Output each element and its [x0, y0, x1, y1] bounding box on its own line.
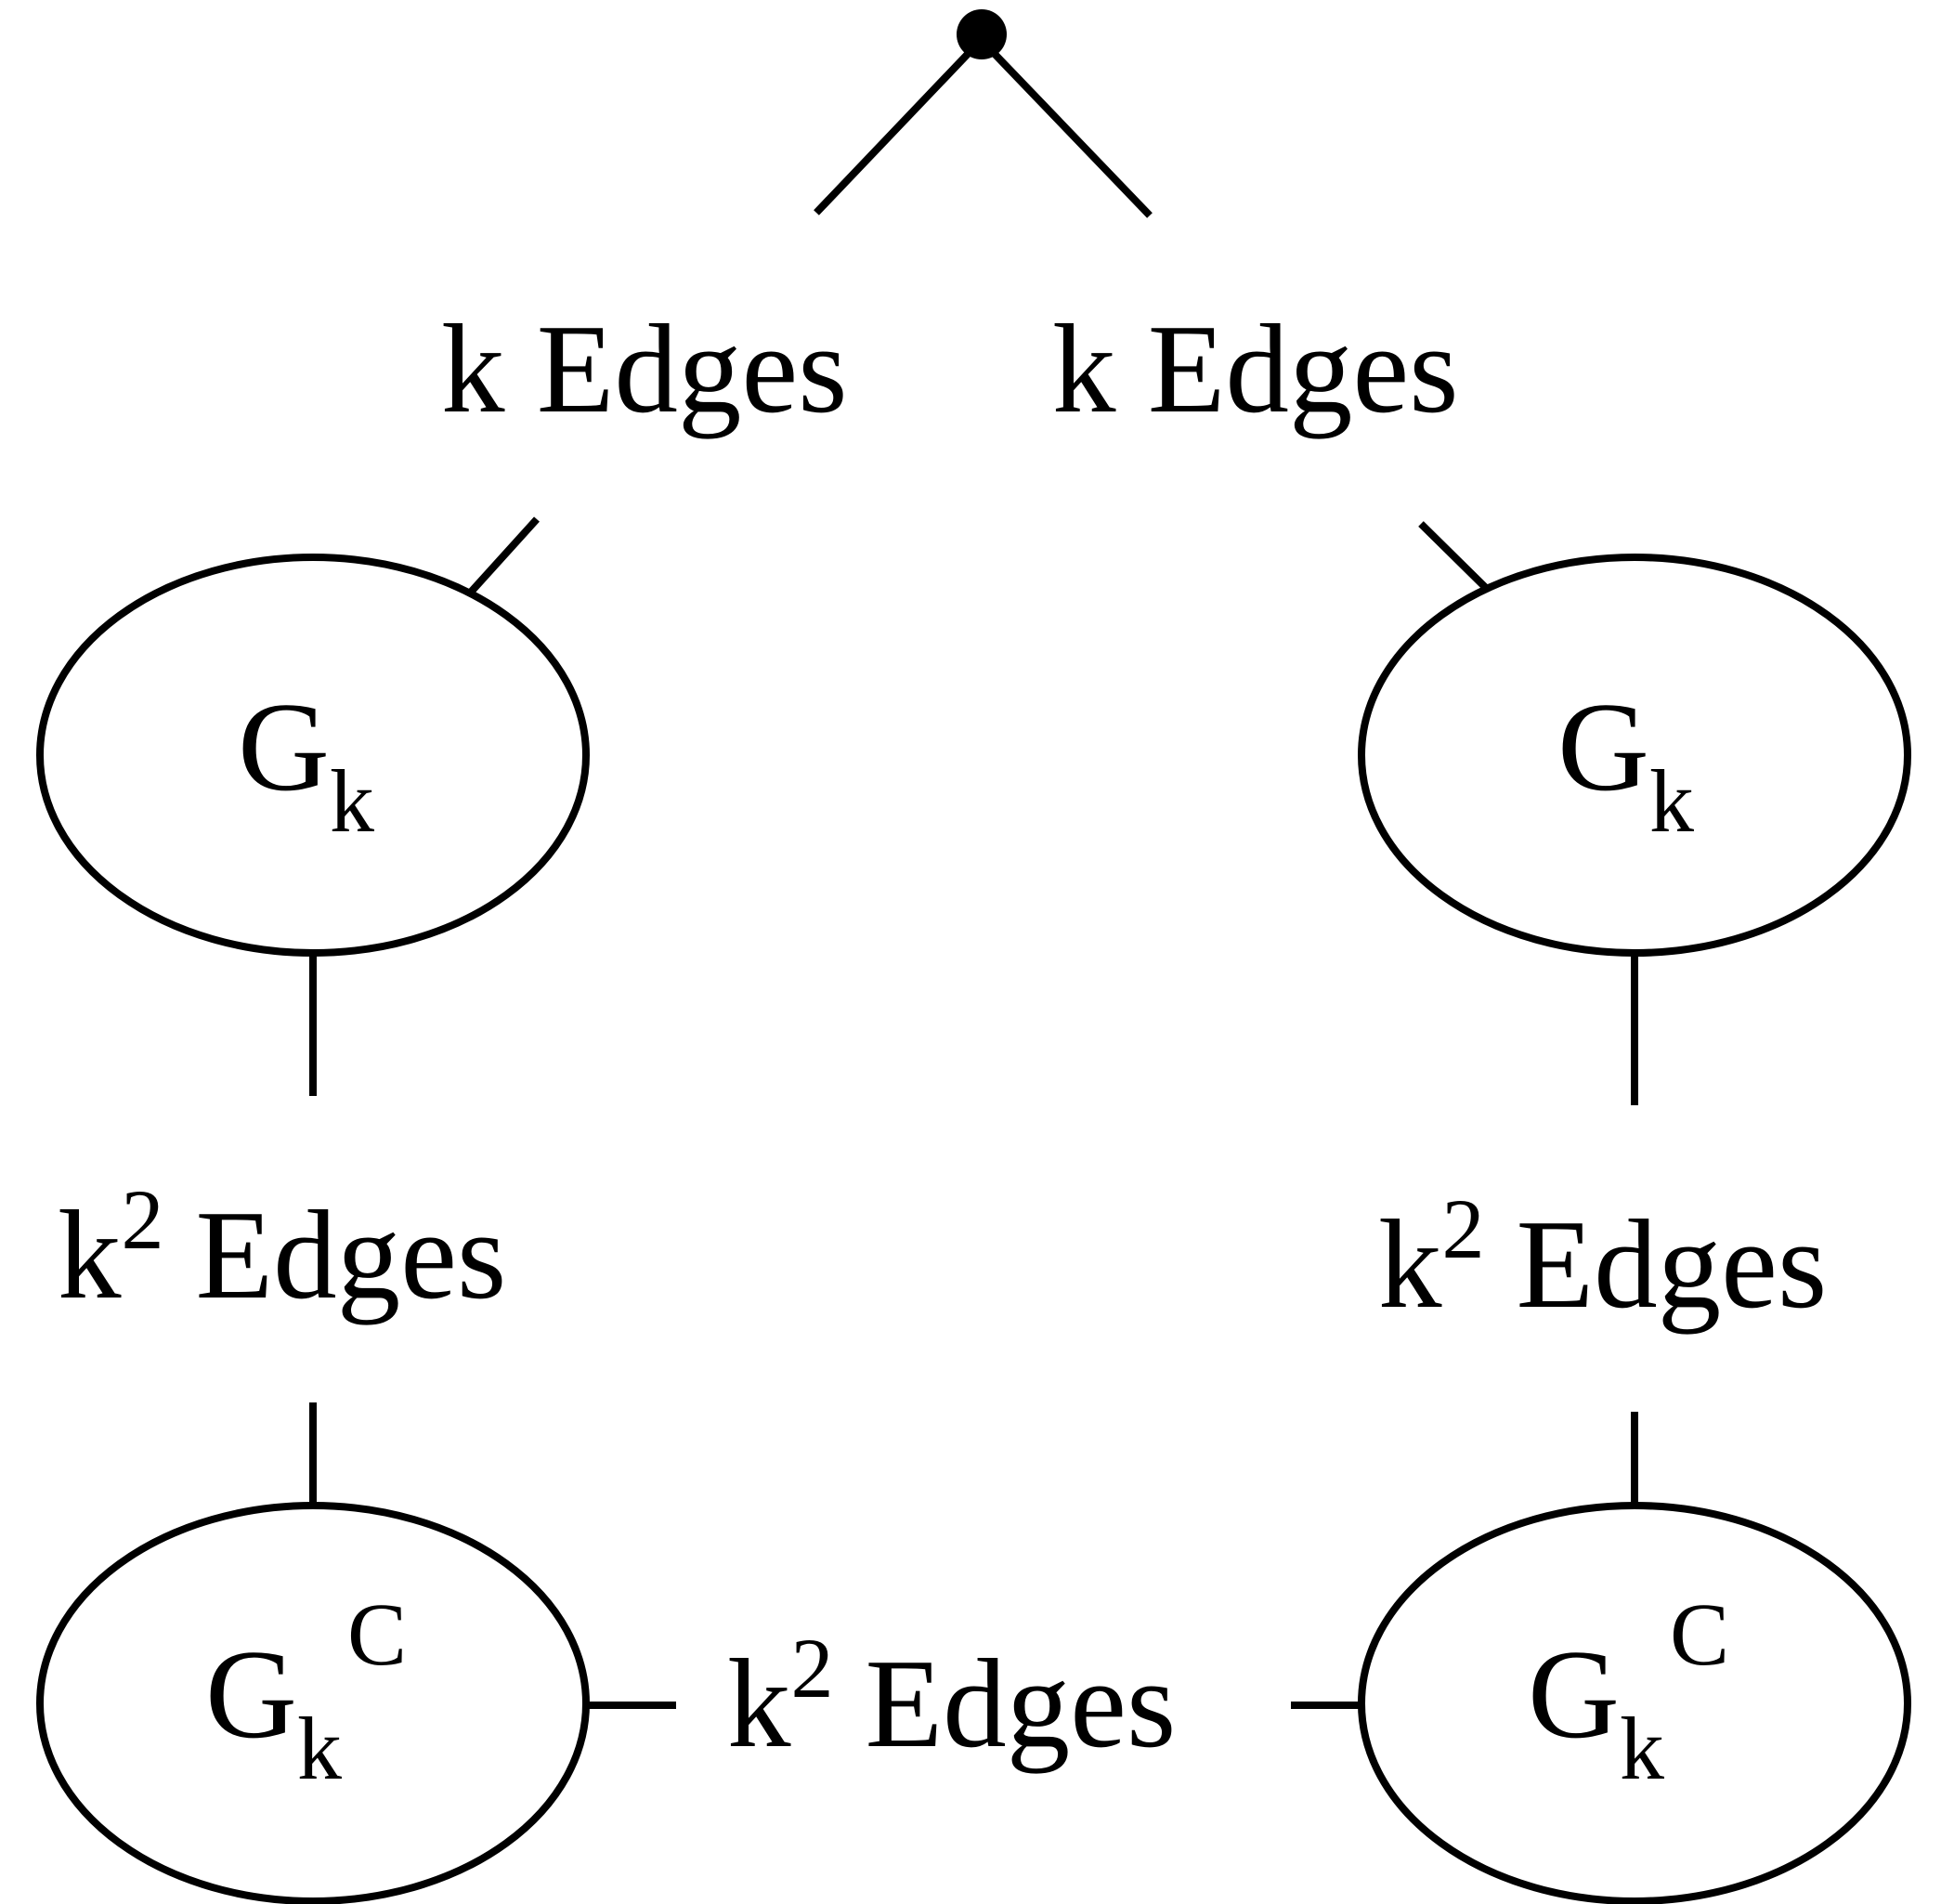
root-node-dot	[957, 9, 1007, 59]
bottom-right-gkc-base: G	[1528, 1624, 1620, 1765]
top-right-gk-subscript: k	[1649, 751, 1694, 851]
top-left-edges-word: Edges	[537, 298, 848, 439]
left-k2-k: k	[58, 1184, 122, 1325]
bottom-k2-edges-word: Edges	[866, 1633, 1177, 1774]
left-k2-edge-label: k2 Edges	[58, 1172, 506, 1325]
bottom-k2-power: 2	[791, 1621, 834, 1715]
bottom-left-gkc-base: G	[205, 1624, 297, 1765]
top-right-to-gk-edge	[1418, 521, 1492, 593]
right-k2-power: 2	[1442, 1181, 1485, 1276]
top-left-gk-subscript: k	[330, 751, 374, 851]
top-left-gk-base: G	[238, 676, 330, 817]
left-k2-power: 2	[122, 1172, 164, 1267]
root-right-edge	[989, 48, 1153, 218]
top-left-gk-label: Gk	[238, 676, 374, 851]
bottom-left-gkc-label: GkC	[205, 1584, 407, 1798]
top-right-edges-word: Edges	[1148, 298, 1459, 439]
top-right-k-label: k	[1052, 298, 1116, 439]
bottom-left-gkc-subscript: k	[297, 1699, 342, 1798]
top-right-edge-label: k Edges	[1052, 298, 1459, 439]
bottom-right-gkc-label: GkC	[1528, 1584, 1729, 1798]
top-left-k-label: k	[441, 298, 505, 439]
left-k2-edges-word: Edges	[196, 1184, 507, 1325]
bottom-left-gkc-superscript: C	[347, 1584, 407, 1684]
right-k2-edges-word: Edges	[1517, 1193, 1828, 1335]
bottom-k2-k: k	[727, 1633, 791, 1774]
right-k2-k: k	[1378, 1193, 1442, 1335]
top-left-edge-label: k Edges	[441, 298, 848, 439]
root-left-edge	[814, 48, 973, 215]
bottom-right-gkc-superscript: C	[1670, 1584, 1729, 1684]
top-left-to-gk-edge	[463, 516, 540, 600]
right-k2-edge-label: k2 Edges	[1378, 1181, 1827, 1335]
bottom-right-gkc-subscript: k	[1620, 1699, 1664, 1798]
top-right-gk-label: Gk	[1557, 676, 1694, 851]
bottom-k2-edge-label: k2 Edges	[727, 1621, 1176, 1774]
top-right-gk-base: G	[1557, 676, 1649, 817]
